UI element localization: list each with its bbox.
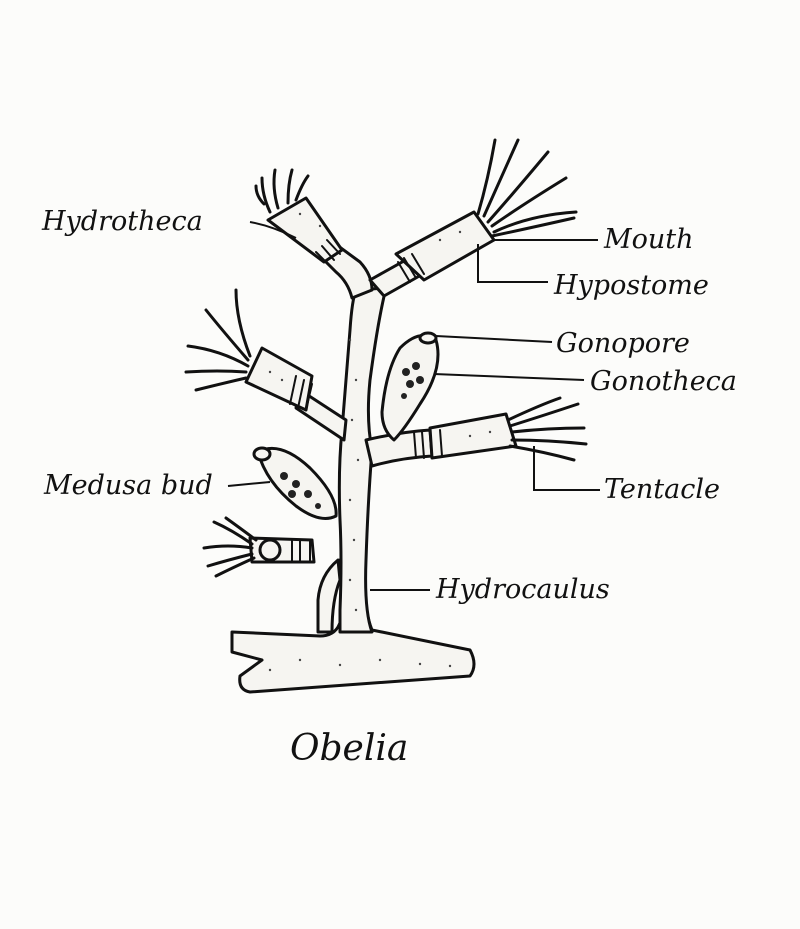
medusa-bud: [252, 446, 338, 520]
stipple: [268, 212, 492, 672]
gonotheca-upper: [380, 331, 440, 442]
leader-tentacle: [533, 446, 600, 491]
leader-hypostome: [477, 244, 548, 283]
label-medusa-bud: Medusa bud: [43, 470, 213, 501]
leader-gonopore: [435, 335, 553, 343]
hydrotheca-right-mid: [413, 396, 588, 462]
label-gonotheca: Gonotheca: [590, 366, 737, 397]
hydrotheca-lower-left: [202, 516, 316, 578]
label-hydrocaulus: Hydrocaulus: [435, 574, 610, 605]
hydrotheca-top-left: [254, 168, 344, 267]
label-tentacle: Tentacle: [604, 474, 720, 505]
diagram-title: Obelia: [290, 728, 408, 769]
leader-gonotheca: [433, 373, 585, 381]
leader-hydrotheca: [249, 221, 297, 239]
label-gonopore: Gonopore: [556, 328, 690, 359]
label-mouth: Mouth: [603, 224, 694, 255]
hydrotheca-left-mid: [184, 288, 314, 412]
label-hypostome: Hypostome: [553, 270, 709, 301]
hydrotheca-top-right: [394, 138, 578, 283]
label-hydrotheca: Hydrotheca: [41, 206, 203, 237]
leader-medusa-bud: [227, 481, 271, 487]
lower-branch: [316, 558, 342, 634]
